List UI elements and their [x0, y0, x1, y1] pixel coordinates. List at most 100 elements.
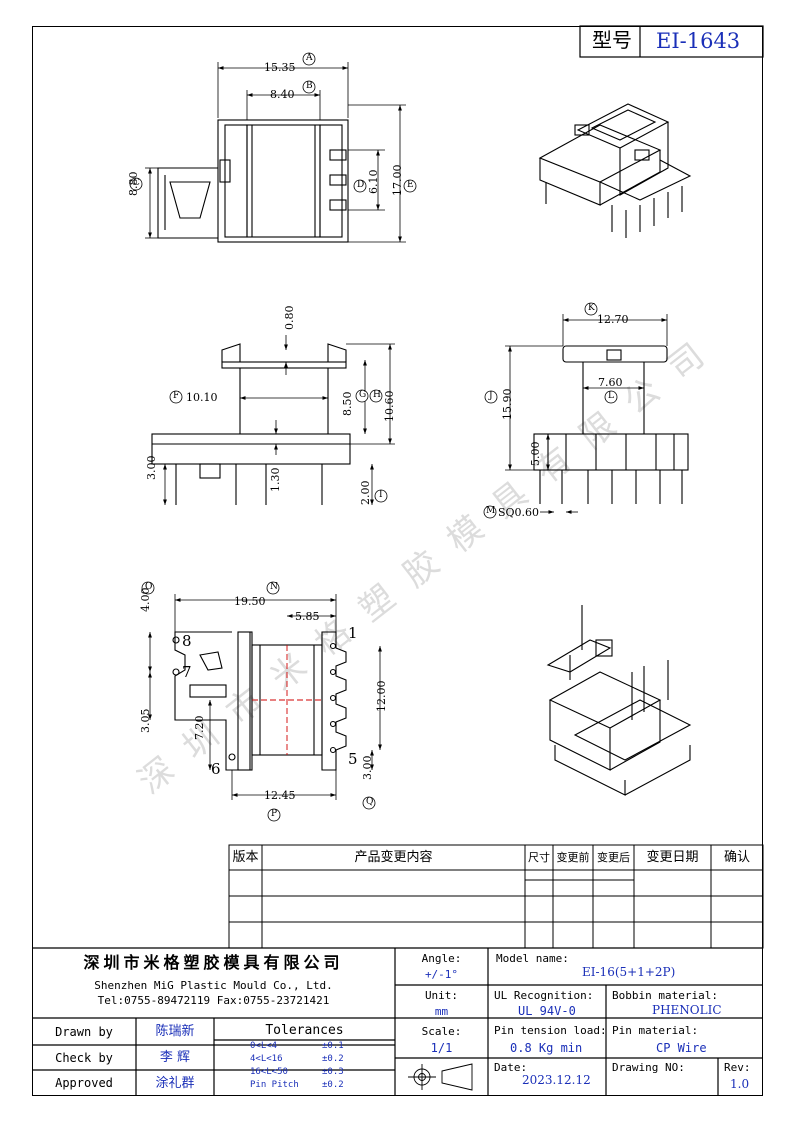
pin-number-6: 6 [211, 760, 221, 778]
dim-m-value: SQ0.60 [498, 506, 540, 519]
pin-material-value: CP Wire [656, 1041, 707, 1055]
dim-c-value: 8.80 [127, 171, 140, 197]
side-view-dims [505, 314, 668, 514]
angle-value: +/-1° [424, 967, 459, 981]
dim-o-value: 4.00 [139, 587, 152, 613]
dim-label-circles [129, 52, 618, 822]
unit-value: mm [434, 1004, 449, 1018]
dim-label-e: E [407, 180, 414, 190]
rev-header-before: 变更前 [556, 851, 590, 864]
tolerance-value-1: ±0.2 [322, 1054, 344, 1064]
bobbin-material-label: Bobbin material: [612, 989, 718, 1002]
tolerance-value-3: ±0.2 [322, 1080, 344, 1090]
scale-value: 1/1 [430, 1041, 453, 1055]
dim-label-k: K [588, 303, 595, 313]
pin-number-1: 1 [348, 624, 358, 642]
dim-label-p: P [271, 809, 278, 819]
angle-label: Angle: [421, 951, 462, 965]
dim-label-l: L [608, 391, 614, 401]
dim-d-value: 6.10 [367, 169, 380, 195]
dim-720-value: 7.20 [193, 715, 206, 741]
check-by-label: Check by [55, 1050, 113, 1065]
dim-label-a: A [306, 53, 313, 63]
unit-label: Unit: [424, 988, 459, 1002]
tolerance-value-2: ±0.3 [322, 1067, 344, 1077]
company-name-en: Shenzhen MiG Plastic Mould Co., Ltd. [94, 978, 333, 992]
dim-f-value: 10.10 [186, 391, 218, 404]
drawing-no-label: Drawing NO: [612, 1061, 685, 1074]
dim-label-c: C [133, 178, 140, 188]
approved-name: 涂礼群 [155, 1075, 195, 1091]
title-block [32, 947, 763, 1096]
dim-300-value: 3.00 [145, 455, 158, 481]
tolerance-range-2: 16<L<50 [250, 1067, 288, 1077]
pin-number-8: 8 [182, 632, 192, 650]
tolerance-value-0: ±0.1 [322, 1041, 344, 1051]
bobbin-material-value: PHENOLIC [652, 1003, 722, 1017]
dim-l-value: 7.60 [598, 376, 623, 389]
revision-table [228, 844, 764, 949]
dim-g-value: 8.50 [341, 391, 354, 417]
isometric-view-top [538, 103, 692, 238]
dim-label-b: B [306, 81, 313, 91]
rev-header-after: 变更后 [597, 851, 630, 864]
rev-header-date: 变更日期 [646, 850, 699, 865]
tolerance-range-1: 4<L<16 [250, 1054, 283, 1064]
dim-305-value: 3.05 [139, 708, 152, 734]
drawn-by-label: Drawn by [55, 1024, 113, 1039]
dim-h-value: 10.60 [383, 390, 396, 423]
dim-500-value: 5.00 [529, 441, 542, 467]
pin-number-5: 5 [348, 750, 358, 768]
dim-label-h: H [373, 390, 381, 400]
dim-label-o: O [145, 582, 153, 592]
rev-label: Rev: [724, 1061, 751, 1074]
approved-label: Approved [55, 1076, 113, 1090]
dim-1950-value: 19.50 [234, 595, 266, 608]
drawing-frame [32, 26, 763, 1096]
model-number: EI-1643 [656, 29, 741, 53]
watermark-text: 深圳市米格塑胶模具有限公司 [131, 322, 729, 802]
company-contact: Tel:0755-89472119 Fax:0755-23721421 [97, 993, 330, 1007]
pin-material-label: Pin material: [612, 1024, 699, 1037]
model-name-label: Model name: [496, 952, 569, 965]
projection-symbol [408, 1063, 473, 1091]
date-value: 2023.12.12 [522, 1073, 591, 1087]
pin-number-7: 7 [182, 663, 192, 681]
dim-label-n: N [270, 582, 278, 592]
company-name-cn: 深圳市米格塑胶模具有限公司 [83, 953, 344, 972]
ul-value: UL 94V-0 [518, 1004, 576, 1018]
model-label: 型号 [592, 28, 632, 52]
dim-i-value: 2.00 [359, 480, 372, 506]
rev-value: 1.0 [730, 1077, 750, 1091]
date-label: Date: [494, 1061, 528, 1074]
check-by-name: 李 辉 [159, 1050, 191, 1065]
ul-label: UL Recognition: [494, 989, 594, 1002]
dim-j-value: 15.90 [501, 388, 514, 421]
isometric-view-bottom [546, 605, 692, 796]
dim-label-i: I [379, 490, 383, 500]
dim-label-j: J [489, 391, 493, 401]
dim-130-value: 1.30 [269, 467, 282, 493]
dim-r-value: 12.00 [375, 680, 388, 713]
dim-q-value: 3.00 [361, 755, 374, 781]
dim-label-d: D [357, 180, 365, 190]
bottom-view-dims [148, 594, 382, 800]
dim-label-g: G [359, 390, 367, 400]
dim-a-value: 15.35 [264, 61, 296, 74]
rev-header-size: 尺寸 [528, 851, 550, 864]
tolerance-range-3: Pin Pitch [250, 1080, 299, 1090]
dim-b-value: 8.40 [270, 88, 295, 101]
scale-label: Scale: [421, 1024, 462, 1038]
dim-080-value: 0.80 [283, 305, 296, 331]
rev-header-confirm: 确认 [723, 850, 750, 865]
top-view [157, 119, 349, 243]
top-view-dims [145, 62, 406, 243]
dim-p-value: 12.45 [264, 789, 296, 802]
dim-label-f: F [173, 391, 180, 401]
tolerance-range-0: 0<L<4 [250, 1041, 278, 1051]
dim-label-m: M [486, 506, 496, 516]
front-view [151, 343, 351, 505]
rev-header-version: 版本 [232, 850, 259, 865]
pin-tension-value: 0.8 Kg min [510, 1041, 583, 1055]
